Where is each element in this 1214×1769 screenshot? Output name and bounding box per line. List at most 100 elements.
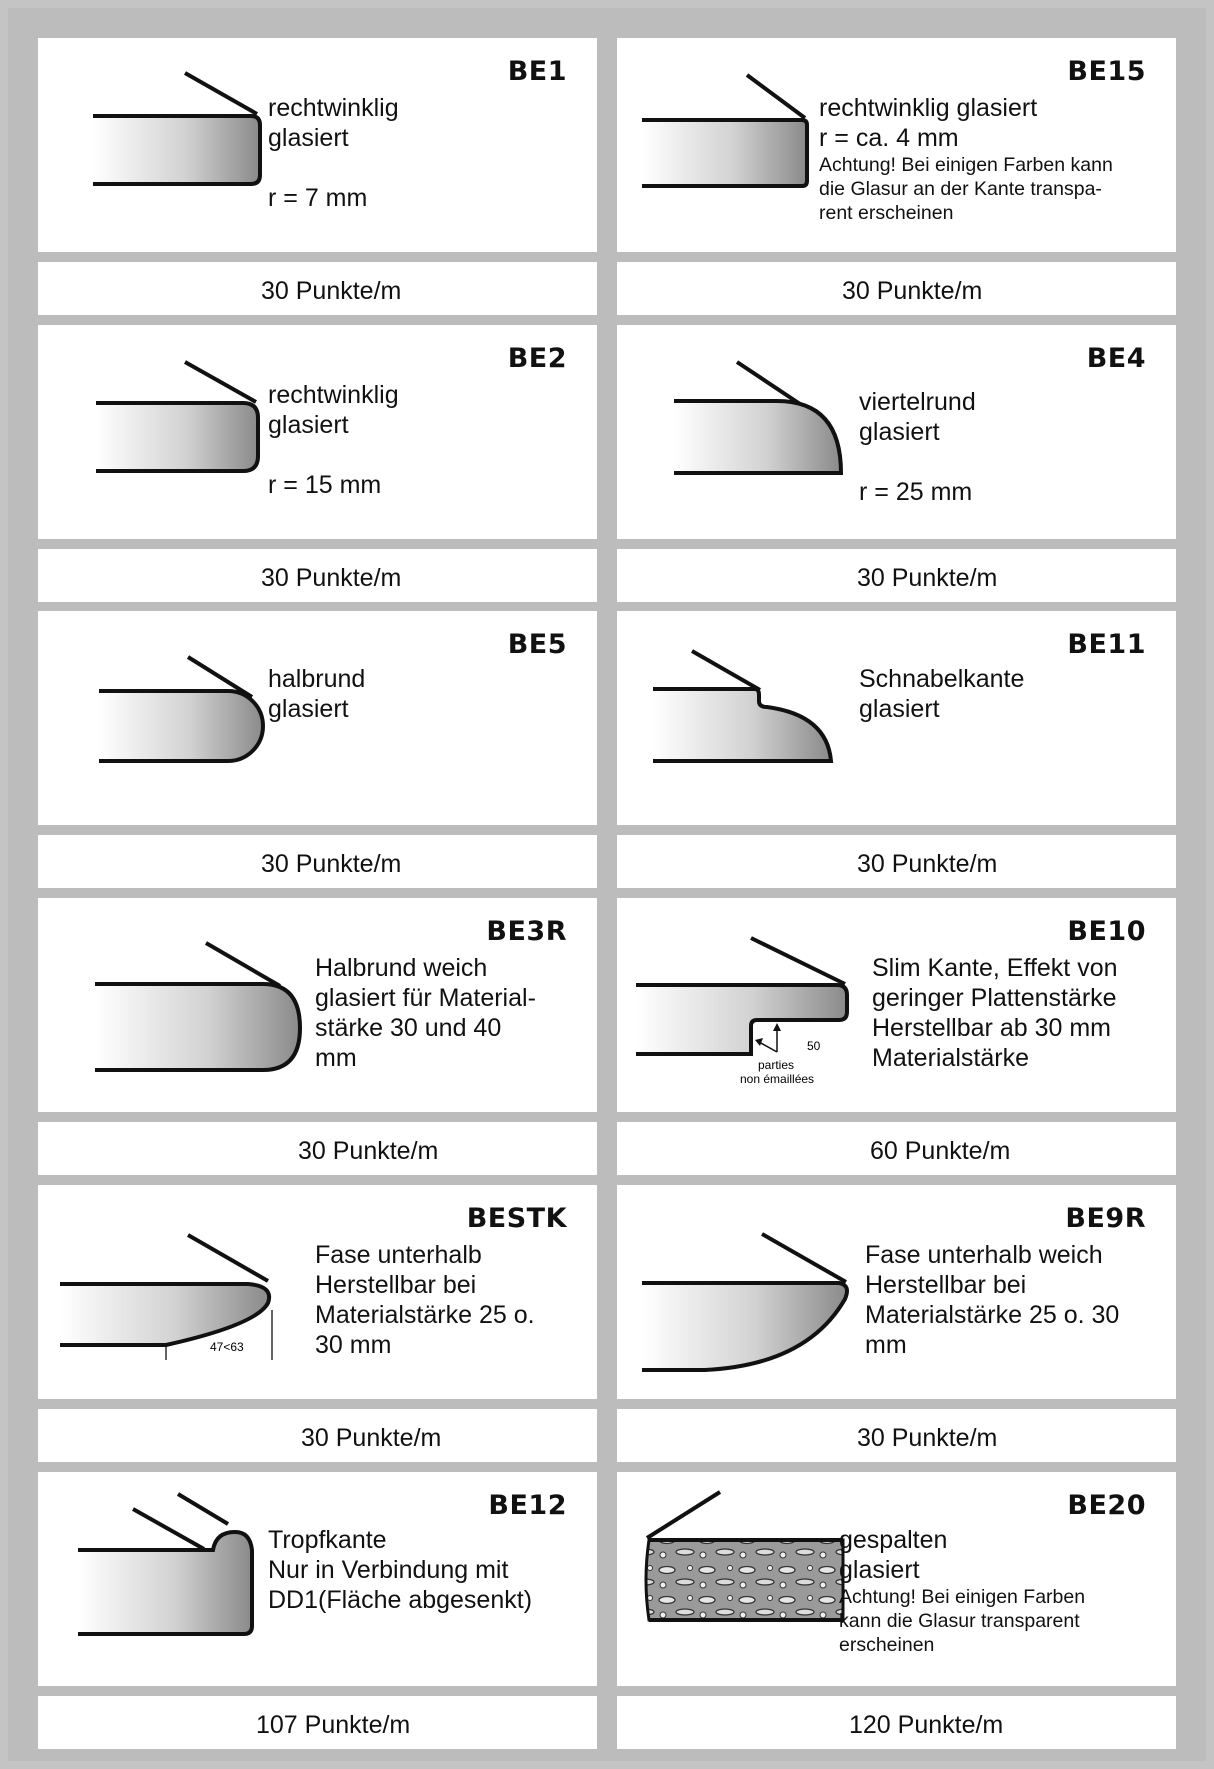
desc-line: Slim Kante, Effekt von (872, 954, 1118, 982)
card-price-bar: 30 Punkte/m (617, 549, 1176, 602)
profile-diagram-be12 (78, 1492, 254, 1636)
price-label: 107 Punkte/m (256, 1711, 411, 1739)
card-be10: 50 parties non émaillées BE10 Slim Kante… (617, 898, 1176, 1175)
card-price-bar: 30 Punkte/m (38, 262, 597, 315)
price-label: 60 Punkte/m (870, 1137, 1011, 1165)
card-top: BE5 halbrund glasiert (38, 611, 597, 825)
profile-code: BE1 (507, 56, 567, 87)
desc-line: mm (315, 1044, 357, 1072)
profile-diagram-be15 (642, 73, 809, 188)
annotation-label: non émaillées (740, 1072, 814, 1086)
desc-line: DD1(Fläche abgesenkt) (268, 1586, 533, 1614)
card-price-bar: 30 Punkte/m (38, 1122, 597, 1175)
desc-line: glasiert (839, 1556, 920, 1584)
card-top: BE4 viertelrund glasiert r = 25 mm (617, 325, 1176, 539)
desc-note: die Glasur an der Kante transpa- (819, 178, 1102, 200)
desc-line: Materialstärke (872, 1044, 1029, 1072)
card-be1: BE1 rechtwinklig glasiert r = 7 mm 30 Pu… (38, 38, 597, 315)
card-top: BE12 Tropfkante Nur in Verbindung mit DD… (38, 1472, 597, 1686)
price-label: 30 Punkte/m (857, 1424, 998, 1452)
desc-line: gespalten (839, 1526, 948, 1554)
desc-note: Achtung! Bei einigen Farben (839, 1586, 1086, 1608)
profile-code: BE10 (1067, 916, 1146, 947)
edge-profile-sheet: BE1 rechtwinklig glasiert r = 7 mm 30 Pu… (8, 8, 1206, 1761)
desc-line: r = ca. 4 mm (819, 124, 959, 152)
profile-description: Fase unterhalb Herstellbar bei Materials… (315, 1240, 535, 1360)
card-price-bar: 60 Punkte/m (617, 1122, 1176, 1175)
profile-diagram-bestk: 47<63 (60, 1233, 273, 1360)
desc-note: Achtung! Bei einigen Farben kann (819, 154, 1113, 176)
profile-diagram-be2 (96, 360, 260, 473)
profile-code: BE2 (507, 343, 567, 374)
profile-code: BE12 (488, 1490, 567, 1521)
card-be5: BE5 halbrund glasiert 30 Punkte/m (38, 611, 597, 888)
desc-line: r = 15 mm (268, 471, 382, 499)
desc-line: Fase unterhalb (315, 1241, 482, 1269)
card-top: BE3R Halbrund weich glasiert für Materia… (38, 898, 597, 1112)
card-price-bar: 107 Punkte/m (38, 1696, 597, 1749)
price-label: 30 Punkte/m (857, 564, 998, 592)
price-label: 30 Punkte/m (857, 850, 998, 878)
profile-description: gespalten glasiert Achtung! Bei einigen … (839, 1525, 1085, 1657)
card-price-bar: 30 Punkte/m (617, 1409, 1176, 1462)
desc-line: Halbrund weich (315, 954, 488, 982)
profile-diagram-be4 (674, 360, 844, 475)
desc-line: r = 25 mm (859, 478, 973, 506)
card-bestk: 47<63 BESTK Fase unterhalb Herstellbar b… (38, 1185, 597, 1462)
profile-code: BE5 (507, 629, 567, 660)
card-top: BE9R Fase unterhalb weich Herstellbar be… (617, 1185, 1176, 1399)
desc-line: Nur in Verbindung mit (268, 1556, 509, 1584)
desc-line: Herstellbar bei (315, 1271, 477, 1299)
price-label: 30 Punkte/m (298, 1137, 439, 1165)
desc-line: glasiert (268, 124, 349, 152)
profile-description: rechtwinklig glasiert r = 7 mm (268, 93, 399, 213)
desc-line: Materialstärke 25 o. (315, 1301, 535, 1329)
profile-diagram-be9r (642, 1232, 849, 1372)
desc-note: erscheinen (839, 1634, 935, 1656)
card-be2: BE2 rechtwinklig glasiert r = 15 mm 30 P… (38, 325, 597, 602)
card-top: BE20 gespalten glasiert Achtung! Bei ein… (617, 1472, 1176, 1686)
card-be20: BE20 gespalten glasiert Achtung! Bei ein… (617, 1472, 1176, 1749)
profile-diagram-be3r (95, 941, 303, 1072)
desc-line: Schnabelkante (859, 665, 1025, 693)
card-be11: BE11 Schnabelkante glasiert 30 Punkte/m (617, 611, 1176, 888)
profile-description: rechtwinklig glasiert r = 15 mm (268, 380, 399, 500)
profile-diagram-be1 (93, 71, 262, 186)
price-label: 30 Punkte/m (261, 564, 402, 592)
dimension-label: 47<63 (210, 1340, 244, 1354)
card-price-bar: 30 Punkte/m (38, 549, 597, 602)
profile-diagram-be20 (644, 1490, 845, 1622)
desc-line: glasiert (859, 418, 940, 446)
card-price-bar: 30 Punkte/m (38, 835, 597, 888)
profile-code: BE9R (1065, 1203, 1146, 1234)
profile-code: BE3R (486, 916, 567, 947)
card-top: 50 parties non émaillées BE10 Slim Kante… (617, 898, 1176, 1112)
card-price-bar: 30 Punkte/m (617, 835, 1176, 888)
desc-line: Herstellbar ab 30 mm (872, 1014, 1111, 1042)
desc-note: rent erscheinen (819, 202, 954, 224)
card-top: BE11 Schnabelkante glasiert (617, 611, 1176, 825)
desc-line: viertelrund (859, 388, 976, 416)
price-label: 120 Punkte/m (849, 1711, 1004, 1739)
profile-code: BE11 (1067, 629, 1146, 660)
desc-line: rechtwinklig (268, 94, 399, 122)
desc-line: glasiert (268, 695, 349, 723)
card-top: BE2 rechtwinklig glasiert r = 15 mm (38, 325, 597, 539)
profile-description: rechtwinklig glasiert r = ca. 4 mm Achtu… (819, 93, 1113, 225)
profile-description: Halbrund weich glasiert für Material- st… (315, 953, 536, 1073)
desc-line: halbrund (268, 665, 366, 693)
desc-line: glasiert (859, 695, 940, 723)
desc-line: 30 mm (315, 1331, 392, 1359)
desc-line: rechtwinklig glasiert (819, 94, 1038, 122)
profile-description: Slim Kante, Effekt von geringer Plattens… (872, 953, 1118, 1073)
desc-line: Tropfkante (268, 1526, 387, 1554)
profile-description: halbrund glasiert (268, 664, 365, 724)
profile-description: Schnabelkante glasiert (859, 664, 1024, 724)
desc-line: stärke 30 und 40 (315, 1014, 502, 1042)
dimension-label: 50 (807, 1039, 821, 1053)
desc-line: rechtwinklig (268, 381, 399, 409)
card-be4: BE4 viertelrund glasiert r = 25 mm 30 Pu… (617, 325, 1176, 602)
profile-diagram-be11 (653, 649, 834, 763)
profile-code: BESTK (466, 1203, 567, 1234)
desc-line: glasiert (268, 411, 349, 439)
